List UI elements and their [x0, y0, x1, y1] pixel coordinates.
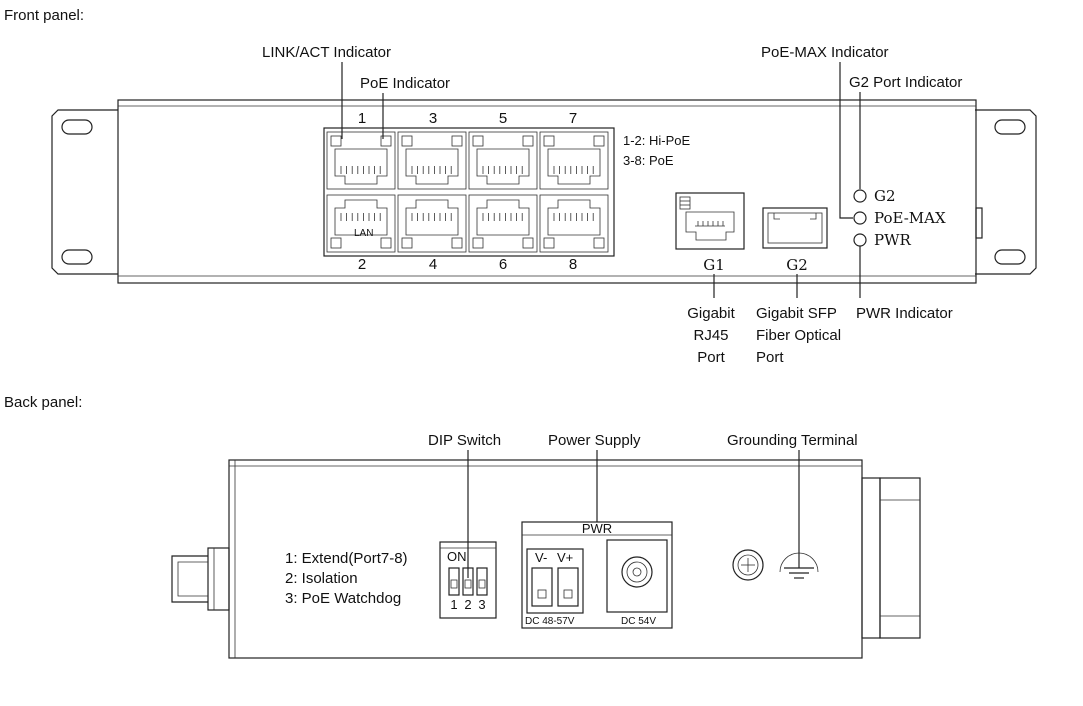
port-led-link-act [401, 135, 413, 147]
port-led-link-act [330, 237, 342, 249]
terminal-label-v-plus: V+ [557, 550, 573, 565]
port-number-8: 8 [569, 256, 577, 273]
callout-power-supply: Power Supply [548, 432, 641, 449]
led-label-pwr: PWR [874, 231, 912, 249]
port-number-4: 4 [429, 256, 437, 273]
led-poe-max: PoE-MAX [853, 209, 946, 227]
dc-terminal-rating: DC 48-57V [525, 616, 575, 627]
port-led-poe [380, 135, 392, 147]
front-chassis [117, 99, 983, 284]
rj45-port-4 [397, 194, 467, 253]
dc-jack-rating: DC 54V [621, 616, 656, 627]
rj45-port-block [323, 127, 615, 257]
port-led-poe [522, 135, 534, 147]
led-g2: G2 [853, 187, 896, 205]
dip-switch: ON 1 2 3 [439, 541, 497, 619]
port-led-poe [593, 135, 605, 147]
port-led-poe [593, 237, 605, 249]
callout-grounding-terminal: Grounding Terminal [727, 432, 858, 449]
callout-poe-max-indicator: PoE-MAX Indicator [761, 44, 889, 61]
poe-note-poe: 3-8: PoE [623, 153, 674, 168]
back-panel-heading: Back panel: [4, 394, 82, 411]
front-panel-heading: Front panel: [4, 7, 84, 24]
uplink-label-g2: G2 [786, 256, 808, 274]
rj45-port-3 [397, 131, 467, 190]
port-led-link-act [401, 237, 413, 249]
port-led-link-act [472, 237, 484, 249]
poe-note-hi-poe: 1-2: Hi-PoE [623, 133, 691, 148]
port-led-poe [380, 237, 392, 249]
g1-uplink-port [675, 192, 745, 250]
rj45-port-6 [468, 194, 538, 253]
port-marking-lan: LAN [354, 228, 373, 239]
terminal-label-v-minus: V- [535, 550, 547, 565]
led-label-poe-max: PoE-MAX [874, 209, 946, 227]
power-supply-block: PWR V- V+ DC 48-57V DC 54V [521, 521, 673, 629]
dip-legend-1: 1: Extend(Port7-8) [285, 550, 408, 567]
callout-gig-sfp-line3: Port [756, 349, 784, 366]
port-number-3: 3 [429, 110, 437, 127]
dip-on-label: ON [447, 549, 467, 564]
callout-link-act-indicator: LINK/ACT Indicator [262, 44, 391, 61]
callout-gig-rj45-line3: Port [697, 349, 725, 366]
callout-g2-port-indicator: G2 Port Indicator [849, 74, 962, 91]
led-label-g2: G2 [874, 187, 896, 205]
port-number-2: 2 [358, 256, 366, 273]
port-led-link-act [472, 135, 484, 147]
uplink-label-g1: G1 [703, 256, 725, 274]
callout-gig-rj45-line2: RJ45 [693, 327, 728, 344]
g2-sfp-port [762, 207, 828, 249]
callout-gig-sfp-line2: Fiber Optical [756, 327, 841, 344]
callout-gig-rj45-line1: Gigabit [687, 305, 735, 322]
port-numbers-top: 1 3 5 7 [358, 110, 577, 127]
rj45-port-5 [468, 131, 538, 190]
dip-number-3: 3 [478, 597, 485, 612]
left-rack-ear [51, 109, 118, 275]
port-led-poe [451, 135, 463, 147]
rj45-port-2 [326, 194, 396, 253]
callout-gig-sfp-line1: Gigabit SFP [756, 305, 837, 322]
dip-number-2: 2 [464, 597, 471, 612]
din-rail-clip [861, 477, 921, 639]
port-led-link-act [543, 237, 555, 249]
rj45-port-1 [326, 131, 396, 190]
callout-pwr-indicator: PWR Indicator [856, 305, 953, 322]
dip-legend-2: 2: Isolation [285, 570, 358, 587]
port-number-5: 5 [499, 110, 507, 127]
rj45-port-7 [539, 131, 609, 190]
right-rack-ear [975, 109, 1037, 275]
callout-poe-indicator: PoE Indicator [360, 75, 450, 92]
port-led-poe [522, 237, 534, 249]
port-numbers-bottom: 2 4 6 8 [358, 256, 577, 273]
grounding-terminal [732, 549, 764, 581]
rj45-port-8 [539, 194, 609, 253]
dip-number-1: 1 [450, 597, 457, 612]
sfp-latch [171, 547, 230, 611]
led-pwr: PWR [853, 231, 912, 249]
port-number-7: 7 [569, 110, 577, 127]
leader-poe-max [839, 62, 853, 219]
pwr-title: PWR [582, 521, 612, 536]
port-led-link-act [330, 135, 342, 147]
port-led-poe [451, 237, 463, 249]
callout-dip-switch: DIP Switch [428, 432, 501, 449]
port-number-1: 1 [358, 110, 366, 127]
port-number-6: 6 [499, 256, 507, 273]
port-led-link-act [543, 135, 555, 147]
dip-legend-3: 3: PoE Watchdog [285, 590, 401, 607]
